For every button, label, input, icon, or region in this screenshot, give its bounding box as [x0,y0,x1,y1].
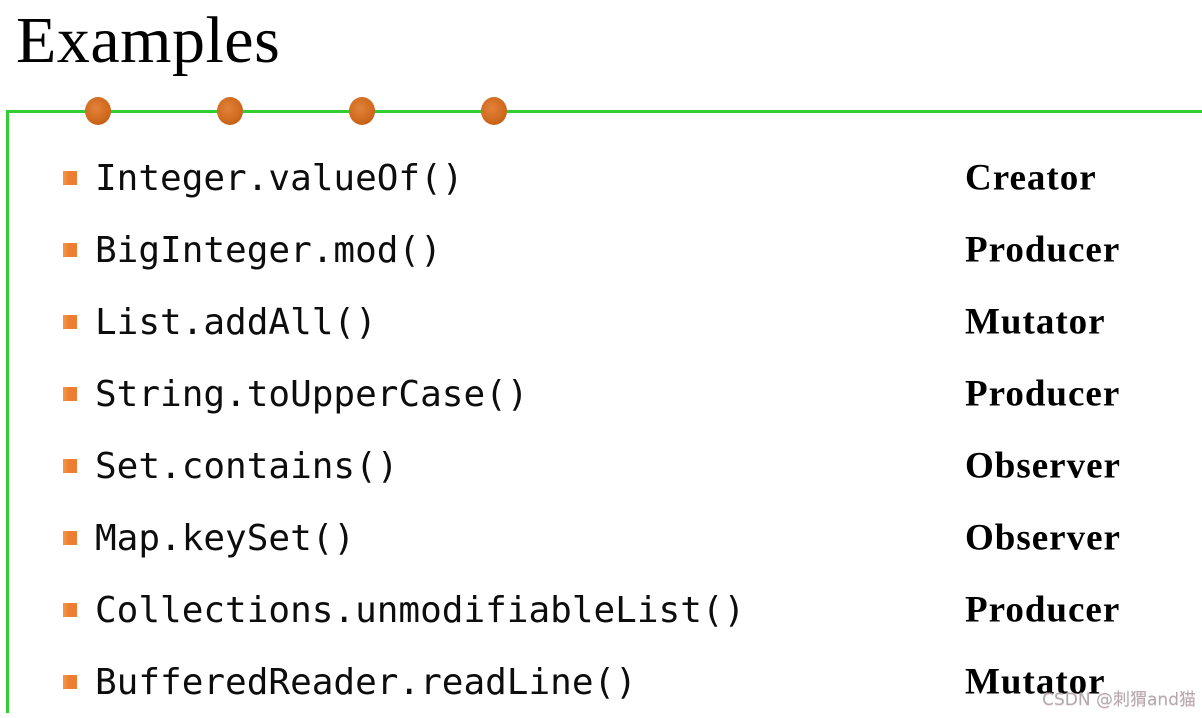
list-item: Map.keySet() Observer [0,502,1202,574]
examples-list: Integer.valueOf() Creator BigInteger.mod… [0,142,1202,718]
list-item: BufferedReader.readLine() Mutator [0,646,1202,718]
square-bullet-icon [63,171,77,185]
example-code: Integer.valueOf() [95,157,464,199]
example-code: String.toUpperCase() [95,373,529,415]
accent-dot-icon [481,97,507,125]
list-item: List.addAll() Mutator [0,286,1202,358]
left-border-line [6,110,9,713]
list-item: Integer.valueOf() Creator [0,142,1202,214]
list-item: String.toUpperCase() Producer [0,358,1202,430]
example-code: Map.keySet() [95,517,356,559]
list-item: BigInteger.mod() Producer [0,214,1202,286]
divider-line [6,110,1202,113]
square-bullet-icon [63,315,77,329]
example-category: Creator [965,157,1097,199]
example-category: Observer [965,517,1121,559]
example-category: Mutator [965,301,1106,343]
watermark: CSDN @刺猬and猫 [1042,690,1196,710]
list-item: Collections.unmodifiableList() Producer [0,574,1202,646]
example-code: Set.contains() [95,445,399,487]
accent-dot-icon [349,97,375,125]
example-code: BigInteger.mod() [95,229,442,271]
square-bullet-icon [63,531,77,545]
example-code: BufferedReader.readLine() [95,661,637,703]
accent-dot-icon [217,97,243,125]
square-bullet-icon [63,603,77,617]
example-category: Producer [965,229,1121,271]
example-category: Producer [965,373,1121,415]
example-code: List.addAll() [95,301,377,343]
example-category: Observer [965,445,1121,487]
square-bullet-icon [63,675,77,689]
example-code: Collections.unmodifiableList() [95,589,746,631]
list-item: Set.contains() Observer [0,430,1202,502]
example-category: Mutator [965,661,1106,703]
page-title: Examples [16,4,281,77]
accent-dot-icon [85,97,111,125]
square-bullet-icon [63,243,77,257]
square-bullet-icon [63,387,77,401]
example-category: Producer [965,589,1121,631]
square-bullet-icon [63,459,77,473]
